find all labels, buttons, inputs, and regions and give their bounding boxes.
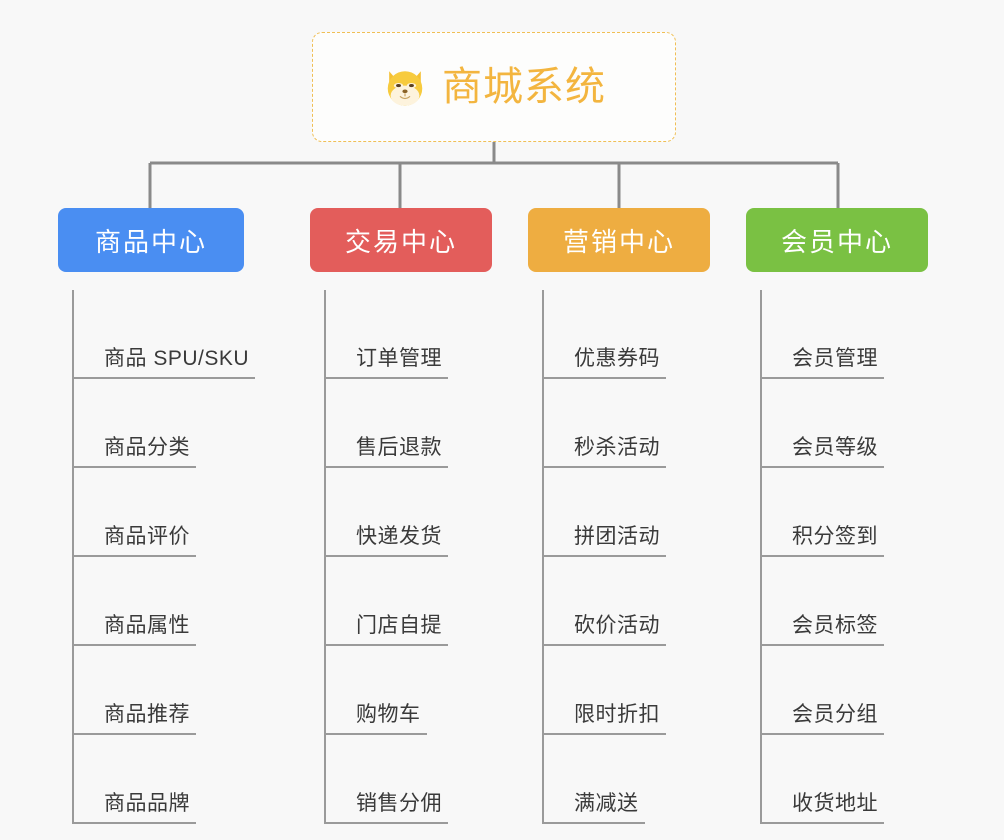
list-item[interactable]: 销售分佣 (326, 735, 492, 824)
list-item[interactable]: 会员分组 (762, 646, 928, 735)
list-item-label: 满减送 (574, 792, 639, 815)
list-item-label: 商品品牌 (104, 792, 190, 815)
list-item-label: 优惠券码 (574, 347, 660, 370)
list-item[interactable]: 积分签到 (762, 468, 928, 557)
list-item-label: 拼团活动 (574, 525, 660, 548)
branch-member-center: 会员中心 会员管理 会员等级 积分签到 会员标签 会员分组 收货地址 (746, 208, 928, 824)
branch-label: 会员中心 (780, 226, 893, 257)
list-item[interactable]: 会员标签 (762, 557, 928, 646)
list-item[interactable]: 门店自提 (326, 557, 492, 646)
list-item[interactable]: 商品评价 (74, 468, 244, 557)
list-item-label: 销售分佣 (356, 792, 442, 815)
list-item-label: 商品属性 (104, 614, 190, 637)
list-item[interactable]: 会员管理 (762, 290, 928, 379)
list-item-label: 积分签到 (792, 525, 878, 548)
list-item[interactable]: 商品品牌 (74, 735, 244, 824)
branch-marketing-center: 营销中心 优惠券码 秒杀活动 拼团活动 砍价活动 限时折扣 满减送 (528, 208, 710, 824)
list-item[interactable]: 满减送 (544, 735, 710, 824)
list-item-label: 商品推荐 (104, 703, 190, 726)
branch-product-center: 商品中心 商品 SPU/SKU 商品分类 商品评价 商品属性 商品推荐 商品品牌 (58, 208, 256, 824)
list-item-label: 砍价活动 (574, 614, 660, 637)
list-item[interactable]: 购物车 (326, 646, 492, 735)
list-item[interactable]: 拼团活动 (544, 468, 710, 557)
list-item-label: 收货地址 (792, 792, 878, 815)
list-item-label: 售后退款 (356, 436, 442, 459)
root-title: 商城系统 (442, 65, 606, 109)
branch-header-marketing-center[interactable]: 营销中心 (528, 208, 710, 272)
list-item-label: 商品 SPU/SKU (104, 347, 250, 370)
list-item-label: 限时折扣 (574, 703, 660, 726)
branch-items-product-center: 商品 SPU/SKU 商品分类 商品评价 商品属性 商品推荐 商品品牌 (72, 290, 256, 824)
list-item[interactable]: 砍价活动 (544, 557, 710, 646)
list-item-label: 会员标签 (792, 614, 878, 637)
list-item[interactable]: 限时折扣 (544, 646, 710, 735)
dog-face-icon (382, 64, 428, 110)
list-item[interactable]: 商品分类 (74, 379, 244, 468)
branch-header-product-center[interactable]: 商品中心 (58, 208, 244, 272)
list-item-label: 购物车 (356, 703, 421, 726)
list-item-label: 门店自提 (356, 614, 442, 637)
branch-items-trade-center: 订单管理 售后退款 快递发货 门店自提 购物车 销售分佣 (324, 290, 492, 824)
branch-label: 营销中心 (562, 226, 675, 257)
list-item-label: 订单管理 (356, 347, 442, 370)
list-item[interactable]: 售后退款 (326, 379, 492, 468)
list-item-label: 会员等级 (792, 436, 878, 459)
branch-trade-center: 交易中心 订单管理 售后退款 快递发货 门店自提 购物车 销售分佣 (310, 208, 492, 824)
list-item[interactable]: 订单管理 (326, 290, 492, 379)
branch-items-marketing-center: 优惠券码 秒杀活动 拼团活动 砍价活动 限时折扣 满减送 (542, 290, 710, 824)
list-item[interactable]: 快递发货 (326, 468, 492, 557)
branch-items-member-center: 会员管理 会员等级 积分签到 会员标签 会员分组 收货地址 (760, 290, 928, 824)
list-item[interactable]: 收货地址 (762, 735, 928, 824)
list-item[interactable]: 优惠券码 (544, 290, 710, 379)
list-item[interactable]: 商品属性 (74, 557, 244, 646)
list-item-label: 秒杀活动 (574, 436, 660, 459)
list-item-label: 快递发货 (356, 525, 442, 548)
list-item-label: 会员管理 (792, 347, 878, 370)
list-item-label: 商品评价 (104, 525, 190, 548)
list-item-label: 会员分组 (792, 703, 878, 726)
branch-header-trade-center[interactable]: 交易中心 (310, 208, 492, 272)
list-item[interactable]: 商品推荐 (74, 646, 244, 735)
root-node[interactable]: 商城系统 (312, 32, 676, 142)
branch-label: 交易中心 (344, 226, 457, 257)
list-item[interactable]: 商品 SPU/SKU (74, 290, 256, 379)
list-item-label: 商品分类 (104, 436, 190, 459)
branch-label: 商品中心 (94, 226, 207, 257)
list-item[interactable]: 会员等级 (762, 379, 928, 468)
branch-header-member-center[interactable]: 会员中心 (746, 208, 928, 272)
list-item[interactable]: 秒杀活动 (544, 379, 710, 468)
